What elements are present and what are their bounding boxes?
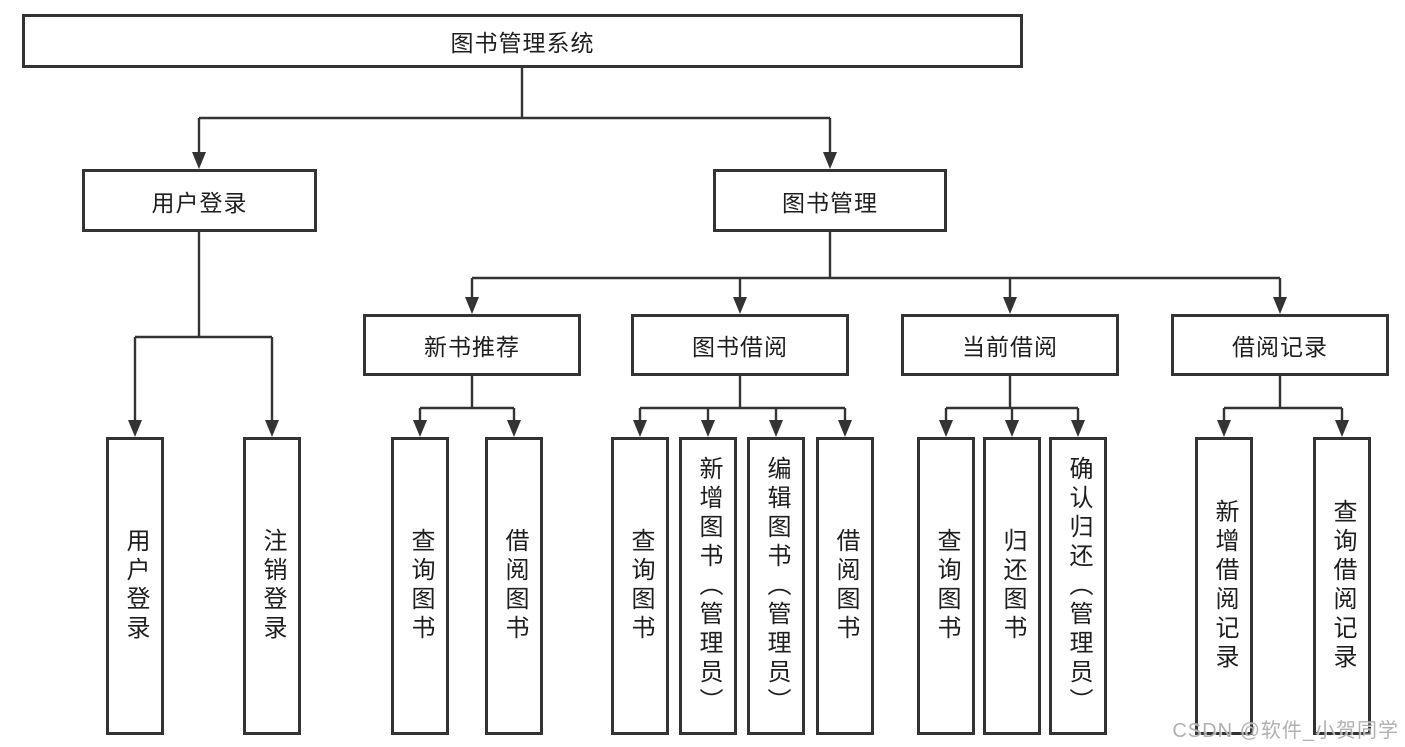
node-new-book-recommend: 新书推荐 bbox=[363, 314, 581, 376]
leaf-edit-books-admin: 编辑图书（管理员） bbox=[747, 437, 805, 735]
node-user-login: 用户登录 bbox=[82, 169, 317, 232]
leaf-add-borrow-record: 新增借阅记录 bbox=[1195, 437, 1253, 735]
leaf-return-books: 归还图书 bbox=[983, 437, 1041, 735]
node-borrow-records: 借阅记录 bbox=[1171, 314, 1389, 376]
leaf-confirm-return-admin: 确认归还（管理员） bbox=[1049, 437, 1107, 735]
leaf-query-books-recommend: 查询图书 bbox=[391, 437, 449, 735]
leaf-query-books-current: 查询图书 bbox=[917, 437, 975, 735]
node-book-management: 图书管理 bbox=[713, 169, 947, 232]
leaf-logout: 注销登录 bbox=[243, 437, 301, 735]
leaf-query-books-borrow: 查询图书 bbox=[611, 437, 669, 735]
node-book-borrow: 图书借阅 bbox=[631, 314, 849, 376]
node-current-borrow: 当前借阅 bbox=[901, 314, 1119, 376]
node-root-system: 图书管理系统 bbox=[22, 14, 1023, 68]
csdn-watermark: CSDN @软件_小贺同学 bbox=[1172, 720, 1399, 742]
leaf-borrow-books: 借阅图书 bbox=[816, 437, 874, 735]
leaf-query-borrow-record: 查询借阅记录 bbox=[1313, 437, 1371, 735]
leaf-borrow-books-recommend: 借阅图书 bbox=[485, 437, 543, 735]
leaf-add-books-admin: 新增图书（管理员） bbox=[679, 437, 737, 735]
leaf-user-login: 用户登录 bbox=[106, 437, 164, 735]
